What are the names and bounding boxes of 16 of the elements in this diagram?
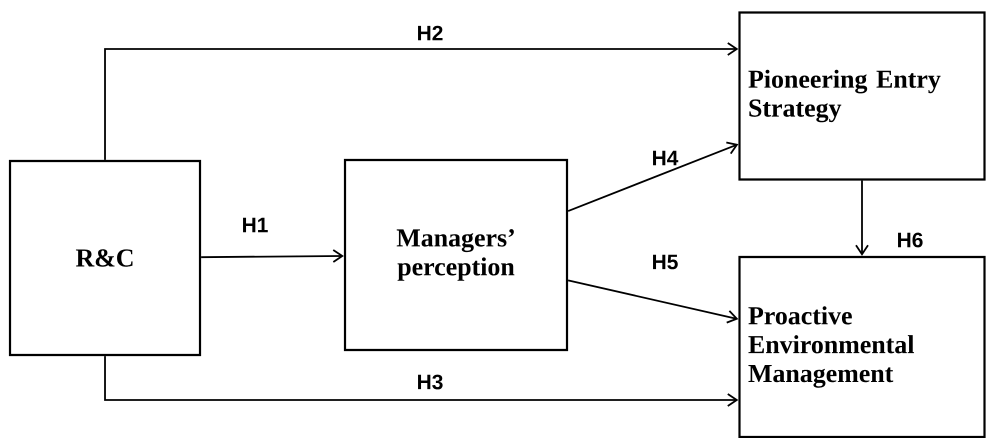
edge-label: H4 [650, 150, 680, 166]
process-box: R&C [8, 160, 202, 356]
process-box: Proactive Environmental Management [738, 256, 986, 438]
arrow [855, 180, 869, 256]
edge-label: H6 [896, 232, 924, 248]
process-box: Managers’ perception [344, 158, 568, 352]
arrow [104, 356, 738, 407]
arrow [201, 249, 344, 263]
arrow [104, 42, 738, 160]
edge-label: H5 [650, 254, 680, 270]
arrow [568, 280, 738, 324]
arrow [568, 142, 738, 212]
edge-label: H3 [416, 374, 444, 390]
edge-label: H1 [240, 216, 270, 234]
process-box: Pioneering Entry Strategy [738, 11, 986, 181]
edge-label: H2 [416, 24, 444, 42]
